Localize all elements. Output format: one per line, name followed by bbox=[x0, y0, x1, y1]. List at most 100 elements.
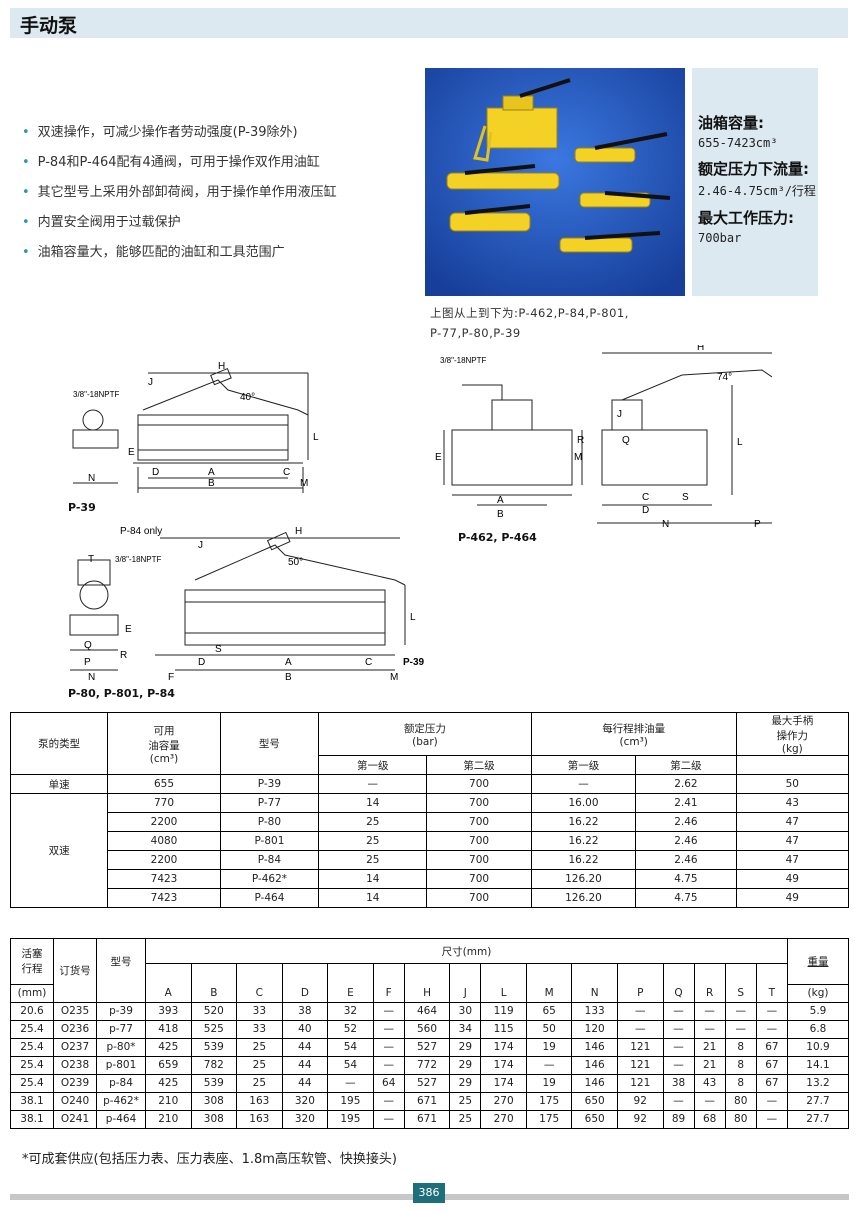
dim-a-80: A bbox=[285, 657, 292, 668]
feature-item: •双速操作，可减少操作者劳动强度(P-39除外) bbox=[22, 125, 298, 140]
table-cell: 770 bbox=[107, 793, 221, 813]
col-header: P bbox=[616, 984, 664, 1003]
table-cell: 650 bbox=[571, 1091, 618, 1111]
col-header bbox=[662, 963, 695, 984]
table-cell: 8 bbox=[724, 1037, 757, 1057]
col-header: C bbox=[236, 984, 283, 1003]
col-header: (kg) bbox=[787, 983, 849, 1003]
table-cell: 68 bbox=[693, 1109, 726, 1129]
table-cell: — bbox=[327, 1073, 374, 1093]
bullet-icon: • bbox=[22, 215, 30, 230]
p39-side-label: P-39 bbox=[403, 657, 425, 668]
col-header: 订货号 bbox=[53, 938, 97, 1003]
table-cell: 650 bbox=[571, 1109, 618, 1129]
table-cell: 19 bbox=[525, 1037, 573, 1057]
dim-l-80: L bbox=[410, 612, 416, 623]
table-cell: 700 bbox=[426, 850, 532, 870]
table-cell: 146 bbox=[571, 1055, 618, 1075]
table-cell: — bbox=[372, 1091, 405, 1111]
table-cell: 464 bbox=[403, 1001, 451, 1021]
col-header bbox=[190, 963, 238, 984]
table-cell: 33 bbox=[236, 1001, 283, 1021]
bullet-icon: • bbox=[22, 125, 30, 140]
table-cell: 4.75 bbox=[635, 869, 737, 889]
table-cell: 320 bbox=[281, 1109, 329, 1129]
dim-r-462: R bbox=[577, 435, 584, 446]
diagram-p80: P-84 only 3/8"-18NPTF H J L E T Q P N R … bbox=[69, 526, 425, 683]
table-cell: — bbox=[662, 1019, 695, 1039]
col-header bbox=[724, 963, 757, 984]
table-cell: — bbox=[755, 1091, 789, 1111]
table-cell: — bbox=[755, 1109, 789, 1129]
table-cell: 8 bbox=[724, 1073, 757, 1093]
dim-n-80: N bbox=[88, 672, 95, 683]
table-cell: 700 bbox=[426, 774, 532, 794]
dim-h: H bbox=[218, 361, 225, 372]
table-cell: 195 bbox=[327, 1109, 374, 1129]
table-cell: 25.4 bbox=[10, 1073, 54, 1093]
table-cell: O241 bbox=[53, 1109, 97, 1129]
col-header bbox=[616, 963, 664, 984]
table-cell: 67 bbox=[755, 1037, 789, 1057]
table-cell: 146 bbox=[571, 1073, 618, 1093]
dim-e-462: E bbox=[435, 452, 442, 463]
dim-l-462: L bbox=[737, 437, 743, 448]
table-cell: O235 bbox=[53, 1001, 97, 1021]
table-cell: 54 bbox=[327, 1055, 374, 1075]
capacity-label: 油箱容量: bbox=[698, 114, 764, 132]
table-cell: 520 bbox=[190, 1001, 238, 1021]
col-header bbox=[480, 963, 527, 984]
col-header: 泵的类型 bbox=[9, 712, 109, 775]
table-cell: 80 bbox=[724, 1091, 757, 1111]
col-header: M bbox=[525, 984, 573, 1003]
table-cell: 25 bbox=[318, 812, 428, 832]
table-cell: 174 bbox=[480, 1037, 527, 1057]
table-cell: 2200 bbox=[107, 812, 221, 832]
capacity-value: 655-7423cm³ bbox=[698, 136, 778, 150]
table-cell: 80 bbox=[724, 1109, 757, 1129]
dim-h-462: H bbox=[697, 345, 704, 353]
table-cell: 38.1 bbox=[10, 1109, 54, 1129]
dim-f-80: F bbox=[168, 672, 174, 683]
table-cell: — bbox=[693, 1091, 726, 1111]
table-cell: 34 bbox=[449, 1019, 482, 1039]
table-cell: 29 bbox=[449, 1037, 482, 1057]
table-cell: 30 bbox=[449, 1001, 482, 1021]
dim-b-462: B bbox=[497, 509, 504, 520]
dim-m-462: M bbox=[574, 452, 582, 463]
table-cell: 43 bbox=[693, 1073, 726, 1093]
table-cell: 7423 bbox=[107, 869, 221, 889]
table-cell: P-801 bbox=[219, 831, 320, 851]
table-cell: 782 bbox=[190, 1055, 238, 1075]
bullet-icon: • bbox=[22, 155, 30, 170]
table-cell: p-77 bbox=[96, 1019, 146, 1039]
table-cell: 174 bbox=[480, 1073, 527, 1093]
dim-r-80: R bbox=[120, 650, 127, 661]
table-cell: 2.46 bbox=[635, 831, 737, 851]
table-cell: 659 bbox=[145, 1055, 192, 1075]
table-cell: 700 bbox=[426, 793, 532, 813]
table-cell: P-464 bbox=[219, 888, 320, 908]
col-header: 第一级 bbox=[318, 755, 428, 775]
dim-l: L bbox=[313, 432, 319, 443]
table-cell: 7423 bbox=[107, 888, 221, 908]
dim-s-80: S bbox=[215, 644, 222, 655]
table-cell: 671 bbox=[403, 1109, 451, 1129]
table-cell: 25 bbox=[449, 1109, 482, 1129]
flow-label: 额定压力下流量: bbox=[698, 160, 809, 178]
col-header bbox=[96, 984, 146, 1003]
table-cell: 270 bbox=[480, 1091, 527, 1111]
table-cell: 16.22 bbox=[530, 850, 637, 870]
table-cell: 175 bbox=[525, 1091, 573, 1111]
col-header: 第二级 bbox=[426, 755, 532, 775]
table-cell: p-464 bbox=[96, 1109, 146, 1129]
table-cell: 67 bbox=[755, 1055, 789, 1075]
bullet-icon: • bbox=[22, 185, 30, 200]
table-cell: — bbox=[755, 1019, 789, 1039]
